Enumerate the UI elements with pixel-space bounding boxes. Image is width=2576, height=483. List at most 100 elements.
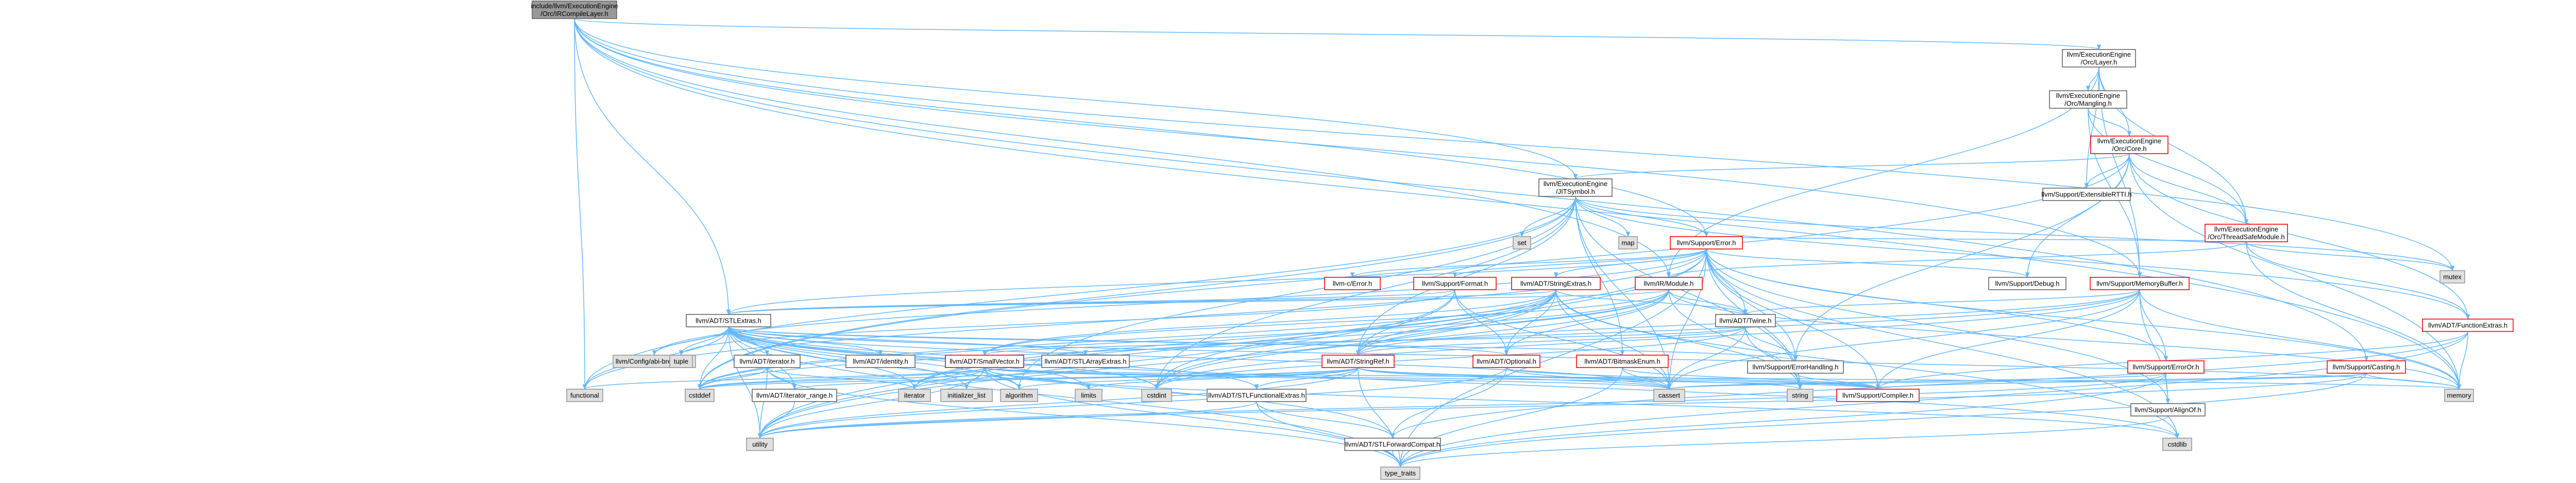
- node-strref[interactable]: llvm/ADT/StringRef.h: [1321, 355, 1395, 368]
- node-layer[interactable]: llvm/ExecutionEngine/Orc/Layer.h: [2062, 49, 2136, 68]
- node-stlarrayext[interactable]: llvm/ADT/STLArrayExtras.h: [1041, 355, 1130, 368]
- node-box: [1670, 236, 1743, 249]
- edge-strref-to-utility: [757, 367, 1359, 439]
- node-label: llvm/Support/AlignOf.h: [2134, 406, 2201, 414]
- node-box: [2327, 360, 2406, 374]
- edge-stlfwd-to-typetraits: [1392, 450, 1403, 468]
- edge-optional-to-stlfwd: [1390, 367, 1507, 439]
- node-label: llvm/ADT/SmallVector.h: [950, 358, 1020, 365]
- edge-smallvec-to-memory: [984, 367, 2461, 390]
- node-cstdlib: cstdlib: [2162, 438, 2192, 451]
- edge-smallvec-to-typetraits: [984, 367, 1403, 468]
- node-erroror[interactable]: llvm/Support/ErrorOr.h: [2127, 360, 2205, 374]
- edge-iterrange-to-utility: [757, 401, 795, 439]
- node-label: algorithm: [1005, 392, 1032, 399]
- edge-tsm-to-mutex: [2246, 241, 2455, 272]
- node-twine[interactable]: llvm/ADT/Twine.h: [1715, 314, 1776, 327]
- edge-casting-to-compiler: [1876, 373, 2367, 390]
- edge-strext-to-cstdint: [1154, 289, 1556, 390]
- edge-stlarrayext-to-cstddef: [698, 367, 1086, 390]
- edge-strext-to-optional: [1504, 289, 1556, 356]
- edge-stlfuncext-to-stlfwd: [1256, 401, 1395, 439]
- node-box: [1747, 360, 1844, 374]
- node-strext[interactable]: llvm/ADT/StringExtras.h: [1511, 277, 1601, 290]
- node-cerror[interactable]: llvm-c/Error.h: [1324, 277, 1381, 290]
- node-funcext[interactable]: llvm/ADT/FunctionExtras.h: [2422, 319, 2514, 332]
- node-box: [2422, 319, 2514, 332]
- node-label: /JITSymbol.h: [1556, 188, 1595, 195]
- node-box: [1576, 355, 1669, 368]
- node-smallvec[interactable]: llvm/ADT/SmallVector.h: [945, 355, 1024, 368]
- node-label: llvm/ADT/STLForwardCompat.h: [1345, 441, 1440, 448]
- edge-core-to-extensible: [2084, 153, 2130, 189]
- node-box: [940, 389, 993, 402]
- edge-strref-to-string: [1358, 367, 1802, 390]
- node-errorhandling[interactable]: llvm/Support/ErrorHandling.h: [1747, 360, 1844, 374]
- node-label: set: [1517, 239, 1527, 247]
- edge-irmodule-to-memory: [1668, 289, 2462, 390]
- node-stlfuncext[interactable]: llvm/ADT/STLFunctionalExtras.h: [1207, 389, 1307, 402]
- node-functional: functional: [566, 389, 603, 402]
- node-label: llvm/ExecutionEngine: [2067, 51, 2131, 58]
- edge-jitsymbol-to-algorithm: [1016, 196, 1576, 390]
- node-bmenum[interactable]: llvm/ADT/BitmaskEnum.h: [1576, 355, 1669, 368]
- node-core[interactable]: llvm/ExecutionEngine/Orc/Core.h: [2090, 136, 2168, 154]
- node-limits: limits: [1075, 389, 1103, 402]
- node-stlextras[interactable]: llvm/ADT/STLExtras.h: [686, 314, 771, 327]
- node-label: llvm/ExecutionEngine: [2097, 137, 2161, 145]
- node-box: [2444, 389, 2474, 402]
- node-iterrange[interactable]: llvm/ADT/iterator_range.h: [752, 389, 837, 402]
- node-set: set: [1513, 236, 1531, 249]
- node-label: llvm/ADT/Optional.h: [1477, 358, 1536, 365]
- node-label: map: [1621, 239, 1634, 247]
- node-cassert: cassert: [1653, 389, 1685, 402]
- edge-root-to-jitsymbol: [574, 18, 1578, 180]
- node-membuf[interactable]: llvm/Support/MemoryBuffer.h: [2090, 277, 2190, 290]
- node-alignof[interactable]: llvm/Support/AlignOf.h: [2130, 403, 2206, 417]
- node-box: [2127, 360, 2205, 374]
- node-label: llvm/ADT/FunctionExtras.h: [2428, 322, 2507, 329]
- node-label: llvm/Support/Error.h: [1677, 239, 1736, 247]
- edge-twine-to-cassert: [1667, 326, 1746, 390]
- node-label: /Orc/Mangling.h: [2064, 99, 2112, 107]
- node-box: [2130, 403, 2206, 417]
- node-debug[interactable]: llvm/Support/Debug.h: [1988, 277, 2066, 290]
- edge-iterator_h-to-cstddef: [697, 367, 768, 390]
- node-box: [752, 389, 837, 402]
- node-extensible[interactable]: llvm/Support/ExtensibleRTTI.h: [2041, 188, 2132, 201]
- node-identity[interactable]: llvm/ADT/identity.h: [845, 355, 916, 368]
- edge-bmenum-to-cassert: [1622, 367, 1672, 390]
- edge-membuf-to-twine: [1743, 289, 2140, 315]
- node-stlfwd[interactable]: llvm/ADT/STLForwardCompat.h: [1344, 438, 1441, 451]
- node-root[interactable]: include/llvm/ExecutionEngine/Orc/IRCompi…: [531, 1, 618, 19]
- node-error[interactable]: llvm/Support/Error.h: [1670, 236, 1743, 249]
- node-box: [1000, 389, 1038, 402]
- edge-root-to-irmodule: [574, 18, 1671, 278]
- edge-core-to-errorhandling: [1793, 153, 2130, 362]
- edge-root-to-functional: [574, 18, 587, 390]
- edge-core-to-tsm: [2129, 153, 2249, 225]
- edge-jitsymbol-to-cstddef: [697, 196, 1576, 390]
- node-optional[interactable]: llvm/ADT/Optional.h: [1472, 355, 1540, 368]
- node-box: [1511, 277, 1601, 290]
- node-jitsymbol[interactable]: llvm/ExecutionEngine/JITSymbol.h: [1538, 178, 1613, 197]
- edge-irmodule-to-twine: [1668, 289, 1748, 315]
- edge-membuf-to-erroror: [2139, 289, 2168, 362]
- edge-smallvec-to-cstdlib: [984, 367, 2179, 439]
- node-string: string: [1787, 389, 1814, 402]
- node-format[interactable]: llvm/Support/Format.h: [1413, 277, 1497, 290]
- node-label: cassert: [1658, 392, 1680, 399]
- node-label: llvm/ADT/STLFunctionalExtras.h: [1208, 392, 1305, 399]
- node-compiler[interactable]: llvm/Support/Compiler.h: [1836, 389, 1920, 402]
- node-tuple: tuple: [669, 355, 693, 368]
- header-nodes: include/llvm/ExecutionEngine/Orc/IRCompi…: [531, 1, 2514, 480]
- edge-layer-to-extensible: [2084, 66, 2099, 189]
- node-casting[interactable]: llvm/Support/Casting.h: [2327, 360, 2406, 374]
- node-iterator_h[interactable]: llvm/ADT/iterator.h: [734, 355, 801, 368]
- node-mangling[interactable]: llvm/ExecutionEngine/Orc/Mangling.h: [2049, 90, 2127, 109]
- node-box: [1715, 314, 1776, 327]
- edge-optional-to-cassert: [1506, 367, 1672, 390]
- node-tsm[interactable]: llvm/ExecutionEngine/Orc/ThreadSafeModul…: [2205, 224, 2288, 242]
- node-irmodule[interactable]: llvm/IR/Module.h: [1635, 277, 1703, 290]
- node-box: [1207, 389, 1307, 402]
